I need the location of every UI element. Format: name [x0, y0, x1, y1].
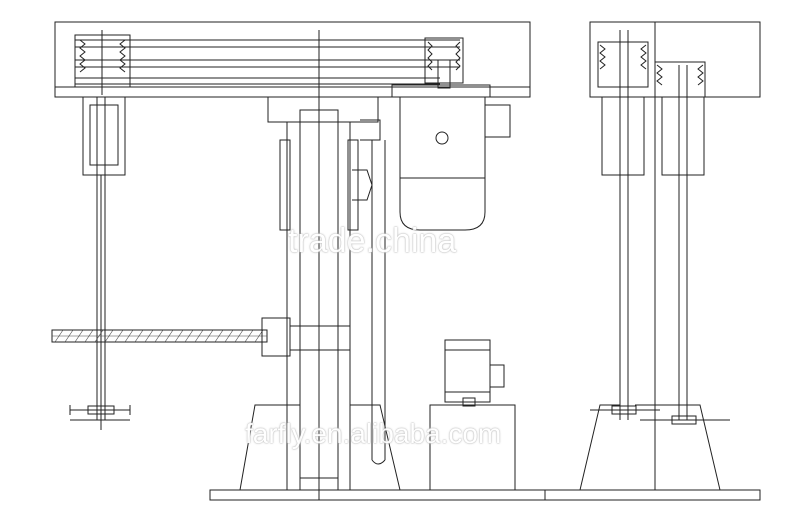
main-motor: [391, 84, 511, 231]
watermark-alibaba: farfly.en.alibaba.com: [245, 418, 502, 449]
left-shaft-assembly: [69, 96, 131, 430]
pump-motor: [429, 339, 516, 491]
side-view: [544, 21, 761, 501]
left-pulley: [74, 30, 131, 95]
front-view: [51, 21, 546, 501]
right-pulley: [424, 37, 464, 89]
hatched-arm: [51, 317, 351, 357]
front-base-plate: [209, 489, 546, 501]
watermark-trade-china: trade.china: [288, 222, 457, 260]
